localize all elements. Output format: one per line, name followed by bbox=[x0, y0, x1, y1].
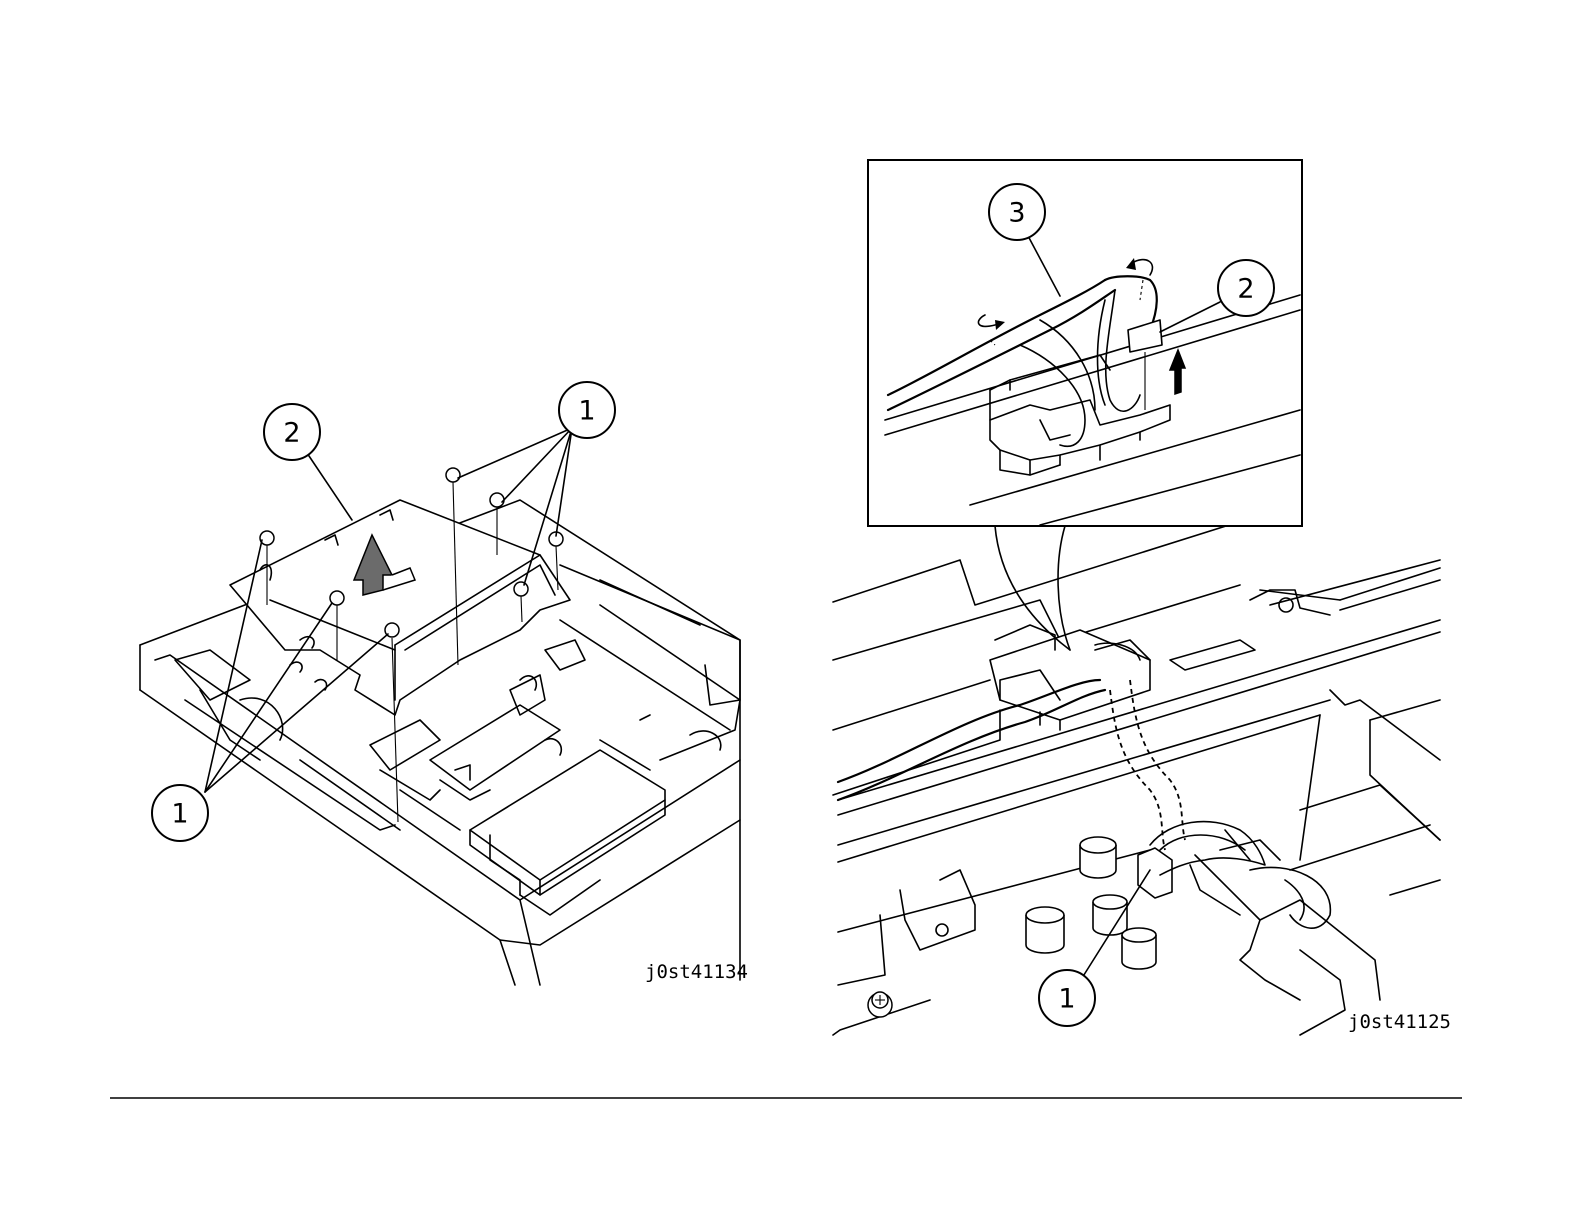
svg-text:1: 1 bbox=[578, 396, 595, 427]
figure-id-right: j0st41125 bbox=[1348, 1011, 1451, 1033]
callout-left-1-bottom: 1 bbox=[152, 785, 208, 841]
svg-text:2: 2 bbox=[283, 418, 300, 449]
callout-right-2: 2 bbox=[1218, 260, 1274, 316]
callout-right-3: 3 bbox=[989, 184, 1045, 240]
svg-text:1: 1 bbox=[171, 799, 188, 830]
svg-text:3: 3 bbox=[1008, 198, 1025, 229]
callout-left-2: 2 bbox=[264, 404, 320, 460]
figure-id-left: j0st41134 bbox=[645, 961, 748, 983]
capacitor-group bbox=[1026, 837, 1156, 969]
svg-text:1: 1 bbox=[1058, 984, 1075, 1015]
left-figure: 1 2 1 j0st41134 bbox=[140, 382, 748, 985]
svg-text:2: 2 bbox=[1237, 274, 1254, 305]
callout-left-1-top: 1 bbox=[559, 382, 615, 438]
callout-right-1: 1 bbox=[1039, 970, 1095, 1026]
right-figure: 3 2 1 j0st41125 bbox=[833, 160, 1451, 1035]
